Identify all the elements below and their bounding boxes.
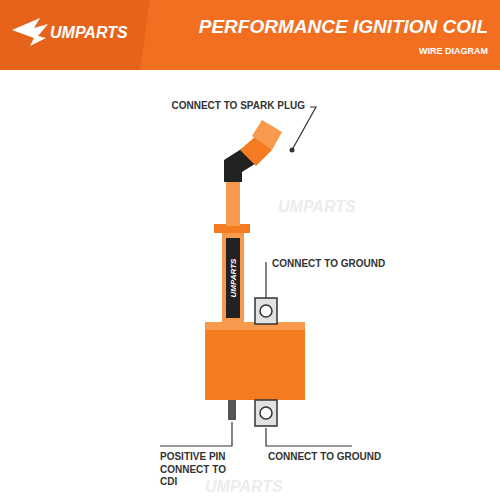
logo-text: UMPARTS <box>50 24 128 42</box>
ground-tab <box>255 400 277 426</box>
header-accent <box>0 0 150 70</box>
header-band <box>0 0 500 70</box>
subtitle: WIRE DIAGRAM <box>419 46 488 56</box>
leader-dot <box>290 148 295 153</box>
title: PERFORMANCE IGNITION COIL <box>199 16 488 38</box>
lead-boot <box>222 233 244 323</box>
lead-boot-band <box>226 238 240 318</box>
watermark: UMPARTS <box>205 478 283 496</box>
leader-line <box>160 422 232 446</box>
callout-label: CONNECT TO SPARK PLUG <box>171 100 305 111</box>
logo-eagle <box>12 18 48 46</box>
lead-wire <box>226 180 240 226</box>
ground-hole <box>260 407 272 419</box>
leader-line <box>266 428 352 446</box>
cap-terminal <box>252 120 282 150</box>
boot-print: UMPARTS <box>229 259 238 298</box>
callout-label: CONNECT TO GROUND <box>268 451 381 462</box>
callout-label: CONNECT TO GROUND <box>272 258 385 269</box>
watermark: UMPARTS <box>278 198 356 216</box>
ground-hole <box>260 305 272 317</box>
leader-line <box>265 262 266 298</box>
positive-pin <box>228 400 236 420</box>
leader-line <box>292 107 316 150</box>
ground-tab <box>255 298 277 324</box>
coil-body <box>205 322 305 400</box>
